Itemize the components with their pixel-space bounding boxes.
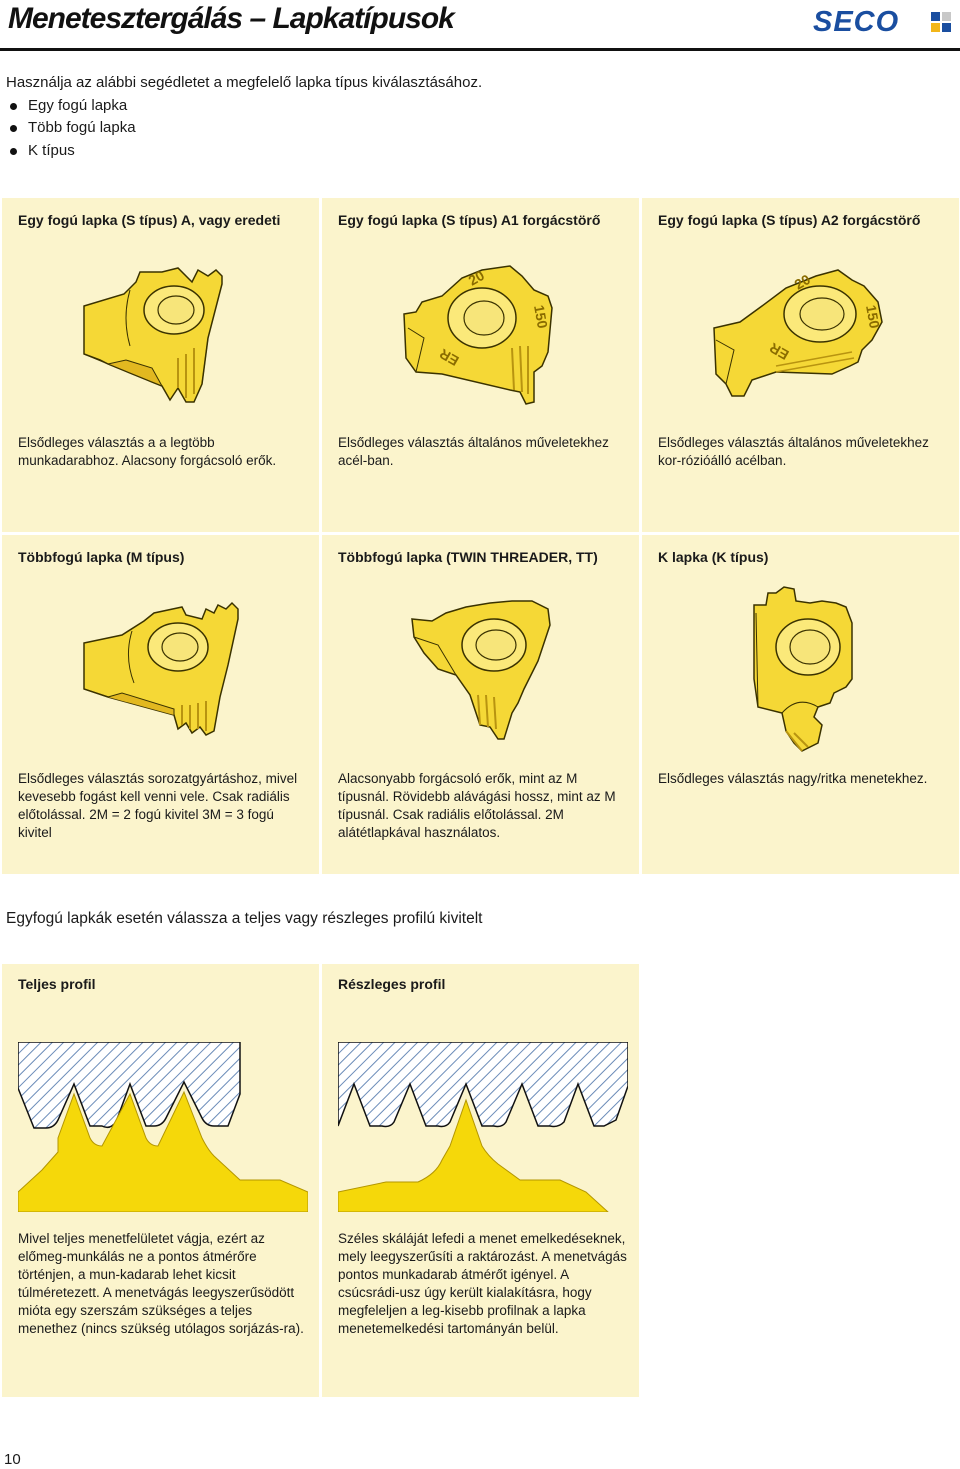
insert-title: Egy fogú lapka (S típus) A2 forgácstörő [658,212,921,228]
insert-type-grid: Egy fogú lapka (S típus) A, vagy eredeti… [2,198,959,874]
logo-square-3 [931,23,940,32]
header-rule [0,48,960,51]
insert-title: Többfogú lapka (M típus) [18,549,185,565]
insert-description: Elsődleges választás nagy/ritka menetekh… [658,771,928,786]
twin-threader-insert-icon [411,600,551,740]
insert-description: Alacsonyabb forgácsoló erők, mint az M t… [338,771,616,840]
insert-card-a1: Egy fogú lapka (S típus) A1 forgácstörő … [322,198,639,532]
insert-title: Egy fogú lapka (S típus) A1 forgácstörő [338,212,601,228]
insert-title: Többfogú lapka (TWIN THREADER, TT) [338,549,598,565]
bullet-item: K típus [6,140,482,163]
page-title: Menetesztergálás – Lapkatípusok [8,2,455,35]
insert-mark: 150 [863,304,883,330]
insert-card-multi: Többfogú lapka (M típus) Elsődleges vála… [2,535,319,874]
insert-description: Elsődleges választás általános műveletek… [658,435,929,468]
intro-text: Használja az alábbi segédletet a megfele… [6,74,483,91]
insert-description: Elsődleges választás általános műveletek… [338,435,609,468]
profile-description: Széles skáláját lefedi a menet emelkedés… [338,1231,627,1336]
a1-chipbreaker-insert-icon: 20 150 ER [403,265,553,405]
profile-card-partial: Részleges profil Széles skáláját lefedi … [322,964,639,1397]
insert-title: Egy fogú lapka (S típus) A, vagy eredeti [18,212,281,228]
profile-card-full: Teljes profil Mivel teljes menetfelülete… [2,964,319,1397]
insert-mark: 150 [531,304,551,330]
insert-mark: 20 [466,267,488,289]
single-tooth-insert-icon [83,267,223,403]
profile-intro: Egyfogú lapkák esetén válassza a teljes … [6,910,483,927]
multi-tooth-insert-icon [83,601,239,736]
bullet-item: Több fogú lapka [6,117,482,140]
logo-square-2 [942,12,951,21]
insert-card-twin: Többfogú lapka (TWIN THREADER, TT) Alacs… [322,535,639,874]
profile-title: Részleges profil [338,976,446,992]
k-type-insert-icon [753,586,853,752]
a2-chipbreaker-insert-icon: 20 150 ER [713,269,883,397]
partial-profile-diagram-icon [338,1042,628,1212]
page-header: Menetesztergálás – Lapkatípusok SECO [0,0,960,52]
bullet-item: Egy fogú lapka [6,95,482,118]
full-profile-diagram-icon [18,1042,308,1212]
profile-title: Teljes profil [18,976,96,992]
intro: Használja az alábbi segédletet a megfele… [6,72,482,162]
profile-grid: Teljes profil Mivel teljes menetfelülete… [2,964,640,1397]
insert-mark: 20 [792,271,814,293]
insert-description: Elsődleges választás a a legtöbb munkada… [18,435,277,468]
logo-square-4 [942,23,951,32]
page-number: 10 [4,1451,21,1468]
logo-text: SECO [813,6,900,38]
insert-card-k: K lapka (K típus) Elsődleges választás n… [642,535,959,874]
insert-description: Elsődleges választás sorozatgyártáshoz, … [18,771,298,840]
insert-card-a2: Egy fogú lapka (S típus) A2 forgácstörő … [642,198,959,532]
logo-square-1 [931,12,940,21]
profile-description: Mivel teljes menetfelületet vágja, ezért… [18,1231,304,1336]
seco-logo: SECO [813,6,958,38]
insert-title: K lapka (K típus) [658,549,769,565]
insert-card-single: Egy fogú lapka (S típus) A, vagy eredeti… [2,198,319,532]
